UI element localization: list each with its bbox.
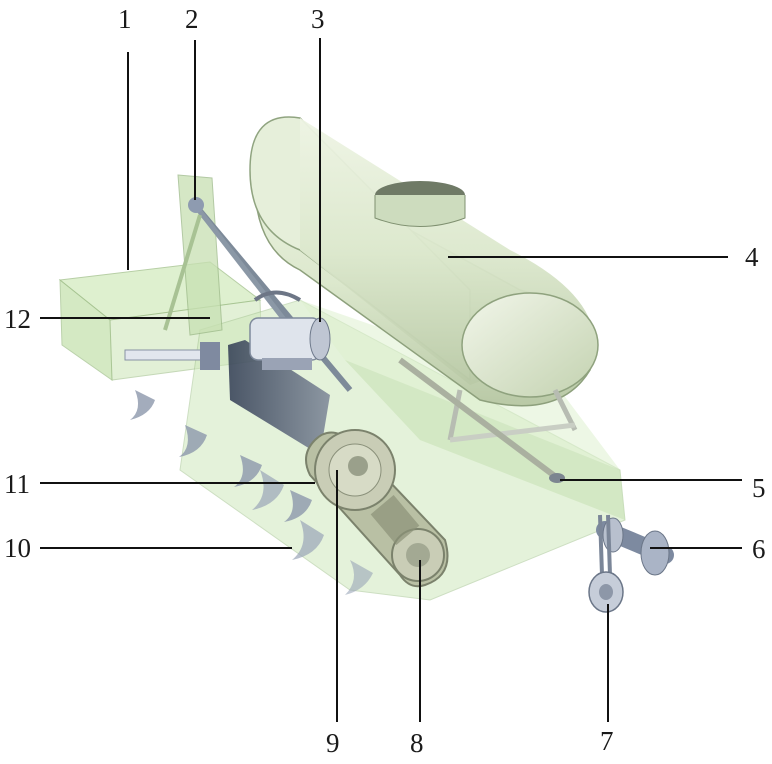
motor	[249, 290, 331, 370]
label-5: 5	[752, 473, 766, 503]
label-12: 12	[4, 304, 31, 334]
label-1: 1	[118, 4, 132, 34]
label-2: 2	[185, 4, 199, 34]
label-9: 9	[326, 728, 340, 758]
label-11: 11	[4, 469, 30, 499]
chain-drive	[305, 429, 449, 588]
rotary-blades	[130, 390, 373, 595]
label-10: 10	[4, 533, 31, 563]
side-plate	[228, 340, 330, 455]
water-tank	[249, 116, 599, 443]
hitch-mast	[163, 174, 353, 392]
label-4: 4	[745, 242, 759, 272]
label-3: 3	[311, 4, 325, 34]
label-8: 8	[410, 728, 424, 758]
leader-lines	[40, 38, 742, 722]
number-labels: 1 2 3 4 5 6 7 8 9 10 11 12	[4, 4, 766, 758]
drive-shaft	[124, 342, 220, 370]
label-6: 6	[752, 534, 766, 564]
gauge-wheel	[588, 514, 624, 613]
label-7: 7	[600, 726, 614, 756]
press-roller	[596, 517, 674, 576]
